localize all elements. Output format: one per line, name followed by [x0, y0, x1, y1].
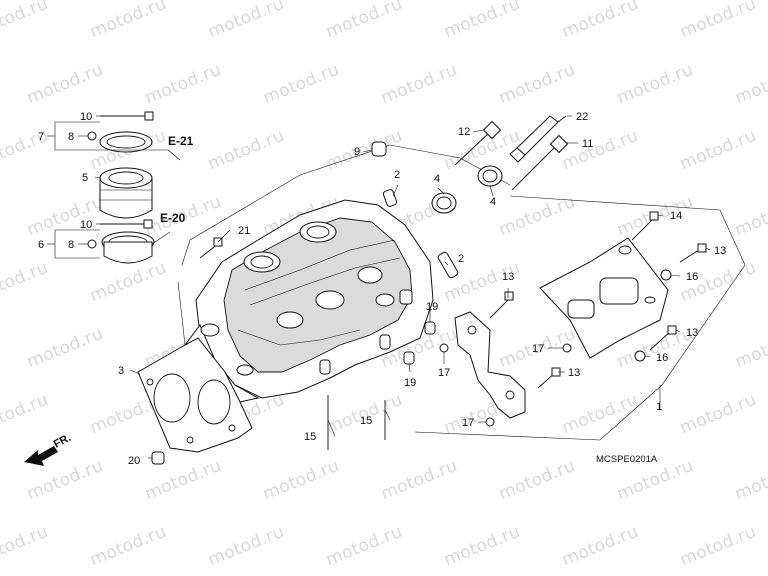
callout-15-left: 15	[304, 431, 316, 443]
callout-11: 11	[582, 138, 593, 150]
spark-plug	[509, 115, 567, 163]
callout-16-upper: 16	[686, 271, 698, 283]
valve-cover-plate	[539, 237, 669, 359]
intake-assembly-lower	[101, 231, 155, 264]
callout-3: 3	[118, 365, 124, 377]
callout-10-lower: 10	[80, 219, 92, 231]
callout-13-c: 13	[714, 245, 726, 257]
callout-15-right: 15	[360, 415, 372, 427]
callout-13-a: 13	[502, 271, 514, 283]
callout-13-d: 13	[686, 327, 698, 339]
callout-2-upper: 2	[394, 169, 400, 181]
callout-19-upper: 19	[426, 301, 438, 313]
callout-17-mid: 17	[532, 343, 544, 355]
callout-9: 9	[354, 146, 360, 158]
callout-2-lower: 2	[458, 253, 464, 265]
callout-5: 5	[82, 172, 88, 184]
callout-4-left: 4	[434, 173, 440, 185]
diagram-code: MCSPE0201A	[596, 454, 658, 465]
head-gasket	[137, 337, 253, 453]
section-ref-e20[interactable]: E-20	[160, 211, 186, 225]
callout-1: 1	[656, 401, 662, 413]
callouts: 10 7 8 5 10 6 8 21 3 20 15 15 9 2 4 4 12…	[38, 111, 726, 467]
leader-lines	[47, 115, 711, 459]
callout-14: 14	[670, 210, 682, 222]
callout-8-lower: 8	[68, 239, 74, 251]
callout-10-upper: 10	[80, 111, 92, 123]
callout-20: 20	[128, 455, 140, 467]
callout-13-b: 13	[568, 367, 580, 379]
front-arrow-icon: FR.	[24, 432, 73, 466]
callout-8-upper: 8	[68, 131, 74, 143]
callout-16-lower: 16	[656, 352, 668, 364]
callout-12: 12	[458, 126, 470, 138]
callout-17-left: 17	[438, 367, 450, 379]
front-marker-label: FR.	[52, 432, 73, 451]
section-ref-e21[interactable]: E-21	[168, 134, 194, 148]
callout-6: 6	[38, 239, 44, 251]
bolt-12	[454, 120, 502, 166]
callout-4-right: 4	[490, 196, 496, 208]
callout-19-lower: 19	[404, 377, 416, 389]
callout-17-bottom: 17	[462, 417, 474, 429]
callout-7: 7	[38, 131, 44, 143]
callout-22: 22	[576, 111, 588, 123]
callout-21: 21	[238, 225, 250, 237]
breather-bracket	[454, 311, 526, 419]
intake-assembly-upper	[99, 131, 153, 219]
cylinder-head	[184, 199, 434, 403]
plug-9	[371, 141, 387, 157]
bolt-11	[511, 134, 569, 191]
